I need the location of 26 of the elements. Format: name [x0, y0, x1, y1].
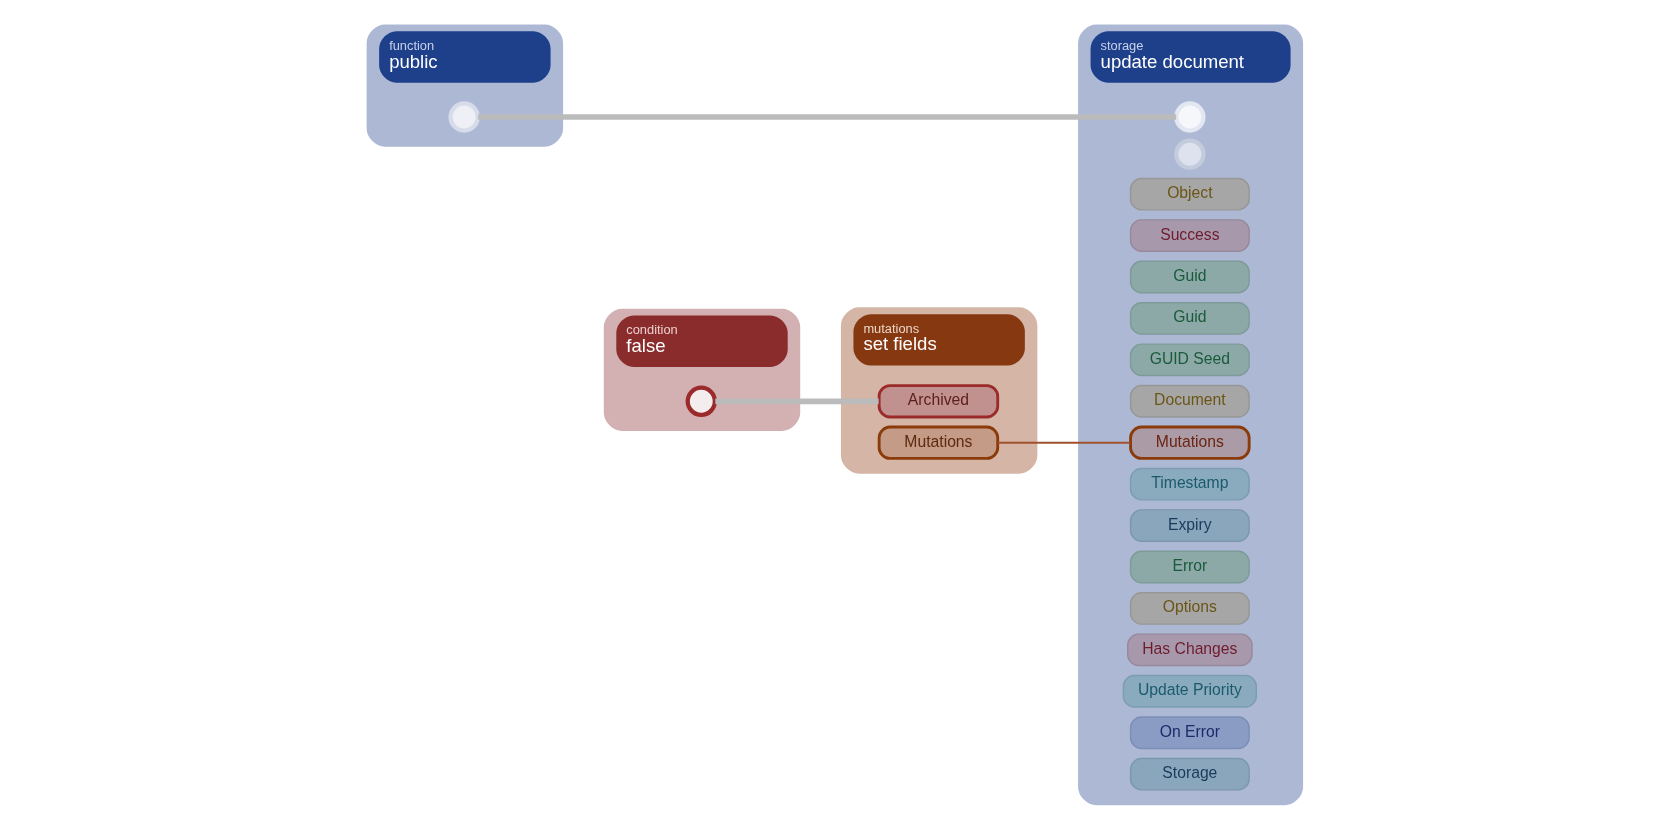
connector — [478, 114, 1177, 120]
node-box: Storage — [1129, 757, 1250, 791]
node-box: Guid — [1129, 260, 1250, 294]
node-circle — [685, 385, 717, 417]
node-box: Success — [1129, 219, 1250, 252]
connector — [715, 398, 879, 405]
node-circle — [1174, 101, 1206, 133]
node-box: Update Priority — [1122, 674, 1257, 708]
node-circle — [448, 101, 480, 133]
node-box: Archived — [877, 384, 1000, 419]
node-box: Options — [1129, 592, 1250, 625]
node-box: Document — [1129, 384, 1250, 418]
node-box: Guid — [1129, 302, 1250, 335]
node-box: Object — [1129, 177, 1250, 211]
node-box: Timestamp — [1129, 467, 1250, 501]
node-box: Has Changes — [1127, 633, 1253, 667]
node-box: Mutations — [877, 425, 1000, 460]
node-box: On Error — [1129, 716, 1250, 750]
node-box: GUID Seed — [1129, 343, 1250, 377]
cluster: function public — [366, 24, 564, 147]
node-box: Expiry — [1129, 509, 1250, 542]
node-box: Mutations — [1129, 425, 1251, 460]
node-box: Error — [1129, 550, 1250, 584]
cluster: condition false — [603, 308, 801, 431]
node-circle — [1174, 138, 1206, 170]
connector — [998, 441, 1131, 444]
